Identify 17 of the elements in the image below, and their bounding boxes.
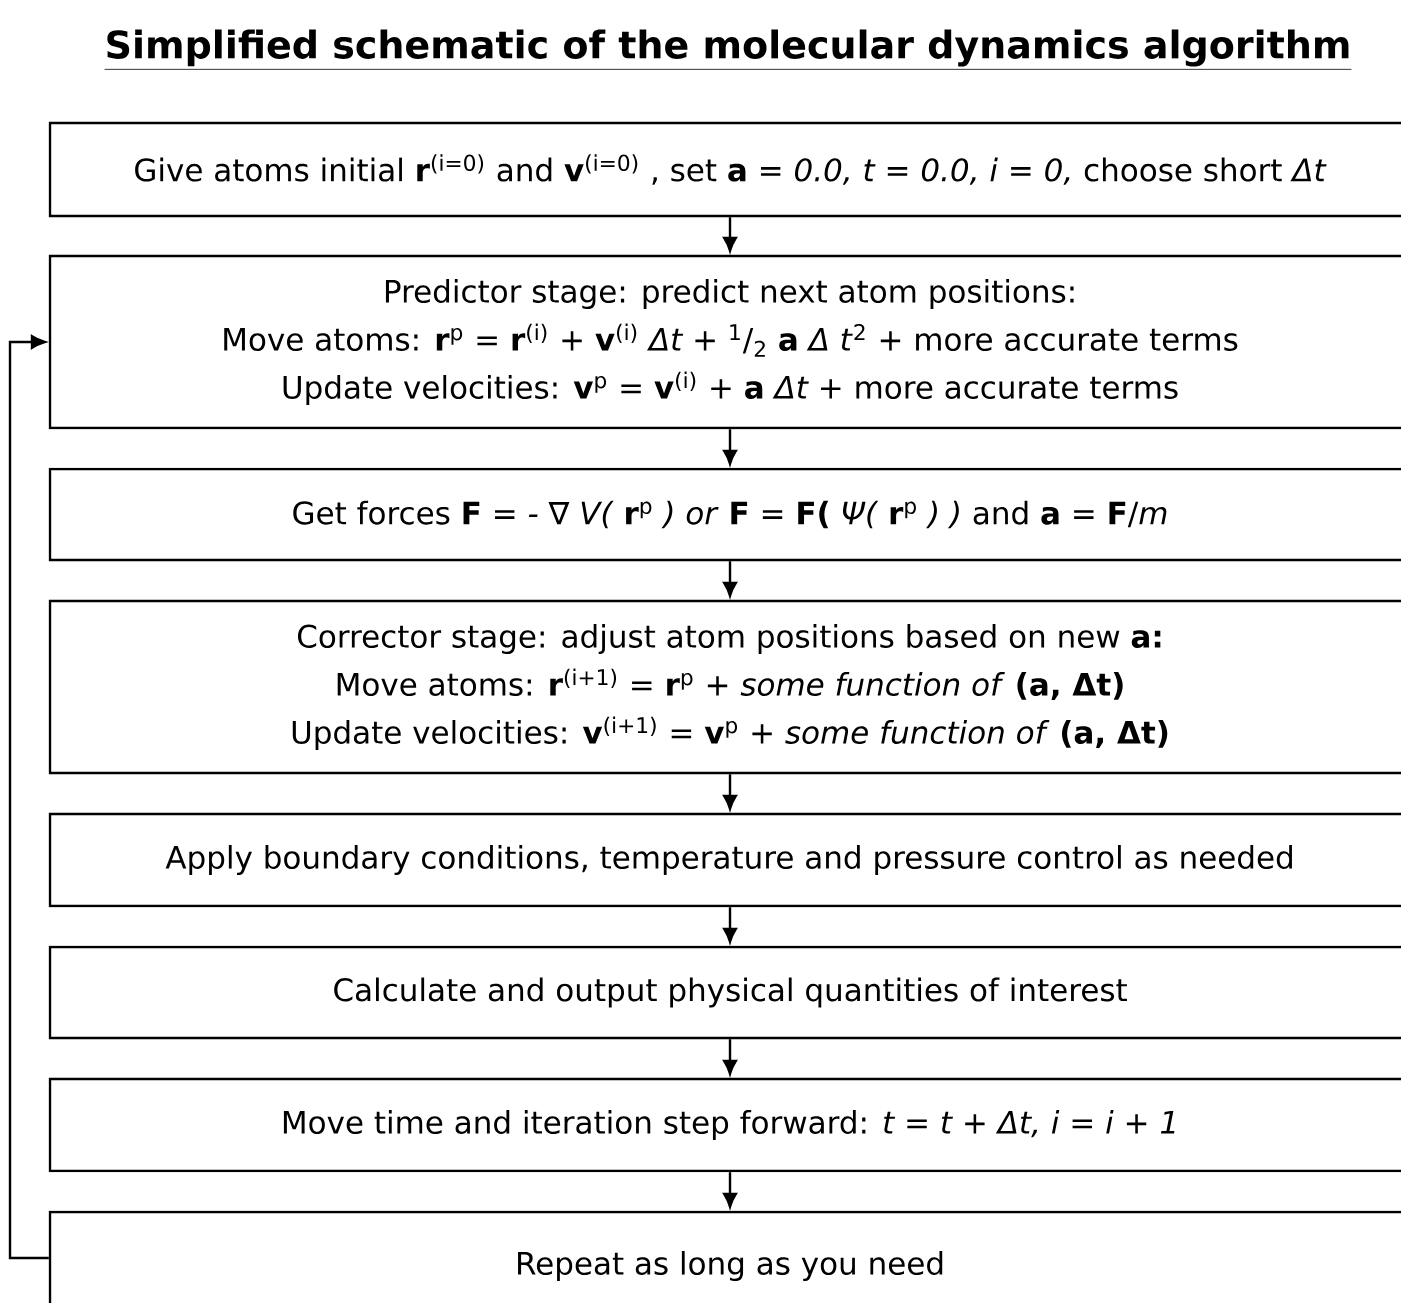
arrow: [723, 774, 737, 810]
arrow: [723, 907, 737, 943]
process-box: Give atoms initial r$^{(i=0)}$ and v$^{(i=0)}$ , set a = 0.0, t = 0.0, i = 0, choose short Δt: [48, 121, 1401, 218]
arrow: [8, 335, 49, 1260]
process-box: Get forces F = - ∇ V( r$^{p}$ ) or F = F( Ψ( r$^{p}$ ) ) and a = F/m: [48, 467, 1401, 562]
process-box: Apply boundary conditions, temperature and pressure control as needed: [48, 812, 1401, 908]
title: Simplified schematic of the molecular dynamics algorithm: [104, 29, 1352, 70]
arrow: [723, 1039, 737, 1075]
process-box: Corrector stage: adjust atom positions based on new a: Move atoms: r$^{(i+1)}$ = r$^{p}$ + some function of (a, Δt) Update velocities: v$^{(i+1)}$ = v$^{p}$ + some function of (a, Δt): [48, 599, 1401, 775]
process-box: Calculate and output physical quantities of interest: [48, 945, 1401, 1040]
process-box: Repeat as long as you need: [48, 1210, 1401, 1303]
arrow: [723, 429, 737, 465]
arrow: [723, 217, 737, 252]
arrow: [723, 1172, 737, 1208]
process-box: Predictor stage: predict next atom positions: Move atoms: r$^{p}$ = r$^{(i)}$ + v$^{(i)}$ Δt + $^{1}$/$_{2}$ a Δ t$^{2}$ + more accurate terms Update velocities: v$^{p}$ = v$^{(i)}$ + a Δt + more accurate terms: [48, 254, 1401, 430]
process-box: Move time and iteration step forward: t = t + Δt, i = i + 1: [48, 1077, 1401, 1173]
arrow: [723, 561, 737, 597]
